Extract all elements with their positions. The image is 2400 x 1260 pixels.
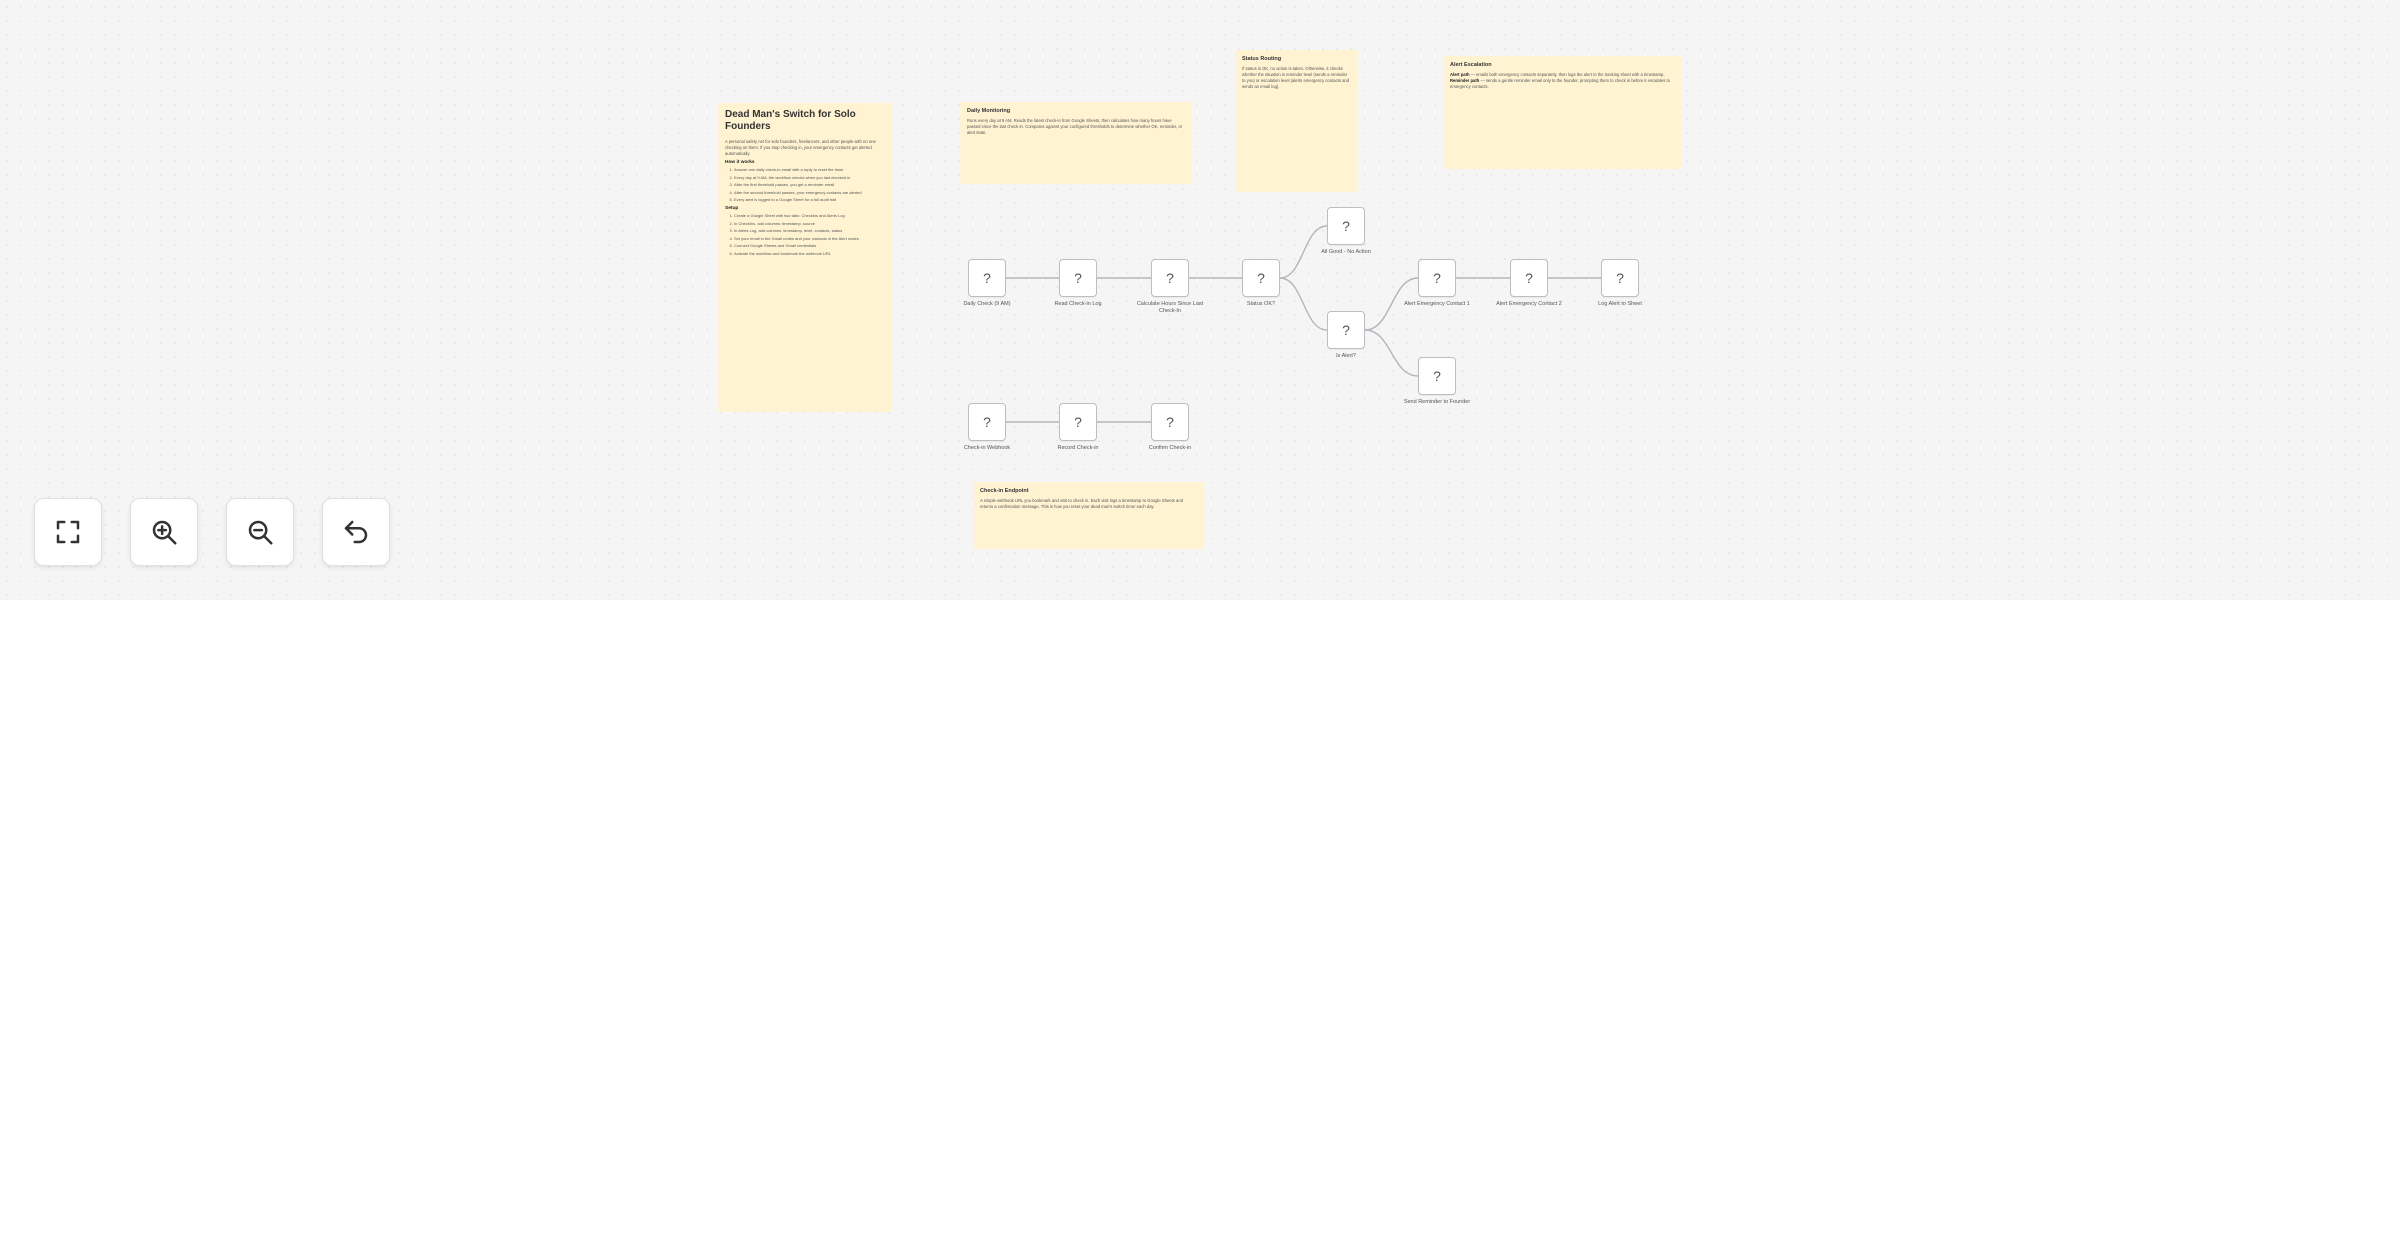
node-record-check-in[interactable]: ? bbox=[1059, 403, 1097, 441]
node-label: Is Alert? bbox=[1336, 353, 1356, 359]
sticky-note-alert-escalation[interactable]: Alert Escalation Alert path — emails bot… bbox=[1443, 56, 1681, 169]
unknown-node-icon: ? bbox=[1074, 270, 1082, 286]
node-check-in-webhook[interactable]: ? bbox=[968, 403, 1006, 441]
node-label: Alert Emergency Contact 2 bbox=[1496, 301, 1562, 307]
how-item: Every alert is logged to a Google Sheet … bbox=[734, 197, 884, 203]
setup-item: Activate the workflow and bookmark the w… bbox=[734, 251, 884, 257]
unknown-node-icon: ? bbox=[983, 414, 991, 430]
node-label: Check-in Webhook bbox=[963, 445, 1011, 451]
undo-icon bbox=[344, 520, 368, 544]
unknown-node-icon: ? bbox=[1257, 270, 1265, 286]
node-alert-contact-1[interactable]: ? bbox=[1418, 259, 1456, 297]
node-label: Alert Emergency Contact 1 bbox=[1404, 301, 1470, 307]
zoom-out-icon bbox=[248, 520, 273, 545]
overview-intro: A personal safety net for solo founders,… bbox=[725, 139, 876, 156]
setup-item: Create a Google Sheet with two tabs: Che… bbox=[734, 213, 884, 219]
node-label: Send Reminder to Founder bbox=[1403, 399, 1471, 405]
sticky-note-daily-monitoring[interactable]: Daily Monitoring Runs every day at 9 AM.… bbox=[960, 102, 1191, 184]
setup-item: In CheckIns, add columns: timestamp, sou… bbox=[734, 221, 884, 227]
unknown-node-icon: ? bbox=[1074, 414, 1082, 430]
alert-path-lead: Alert path bbox=[1450, 72, 1470, 77]
node-send-reminder[interactable]: ? bbox=[1418, 357, 1456, 395]
zoom-out-button[interactable] bbox=[226, 498, 294, 566]
daily-monitoring-title: Daily Monitoring bbox=[967, 108, 1011, 114]
unknown-node-icon: ? bbox=[1342, 218, 1350, 234]
fit-view-button[interactable] bbox=[34, 498, 102, 566]
node-label: Log Alert to Sheet bbox=[1598, 301, 1642, 307]
edge-status-to-isalert bbox=[1279, 277, 1328, 331]
edge-isalert-to-reminder bbox=[1364, 329, 1419, 377]
unknown-node-icon: ? bbox=[1433, 368, 1441, 384]
node-status-ok[interactable]: ? bbox=[1242, 259, 1280, 297]
node-label: Daily Check (9 AM) bbox=[963, 301, 1011, 307]
setup-item: Set your email in the Gmail nodes and yo… bbox=[734, 236, 884, 242]
unknown-node-icon: ? bbox=[1433, 270, 1441, 286]
setup-list: Create a Google Sheet with two tabs: Che… bbox=[725, 213, 884, 257]
reminder-path-lead: Reminder path bbox=[1450, 78, 1480, 83]
how-list: Answer one daily check-in email with a r… bbox=[725, 167, 884, 203]
check-in-endpoint-title: Check-in Endpoint bbox=[980, 488, 1029, 494]
node-all-good[interactable]: ? bbox=[1327, 207, 1365, 245]
how-item: After the first threshold passes, you ge… bbox=[734, 182, 884, 188]
how-heading: How it works bbox=[725, 160, 755, 165]
node-is-alert[interactable]: ? bbox=[1327, 311, 1365, 349]
unknown-node-icon: ? bbox=[983, 270, 991, 286]
undo-button[interactable] bbox=[322, 498, 390, 566]
how-item: Every day at 9 AM, the workflow checks w… bbox=[734, 175, 884, 181]
zoom-in-icon bbox=[152, 520, 177, 545]
sticky-note-status-routing[interactable]: Status Routing If status is OK, no actio… bbox=[1235, 50, 1357, 192]
alert-path-text: — emails both emergency contacts separat… bbox=[1469, 72, 1665, 77]
unknown-node-icon: ? bbox=[1166, 414, 1174, 430]
edge-isalert-to-alert1 bbox=[1364, 277, 1419, 331]
node-label: Status OK? bbox=[1246, 301, 1276, 307]
overview-title: Dead Man's Switch for Solo Founders bbox=[725, 109, 856, 132]
node-calculate-hours[interactable]: ? bbox=[1151, 259, 1189, 297]
sticky-note-overview[interactable]: Dead Man's Switch for Solo Founders A pe… bbox=[718, 103, 891, 412]
node-label: Read Check-in Log bbox=[1054, 301, 1102, 307]
zoom-in-button[interactable] bbox=[130, 498, 198, 566]
check-in-endpoint-body: A simple webhook URL you bookmark and vi… bbox=[980, 498, 1184, 509]
status-routing-body: If status is OK, no action is taken. Oth… bbox=[1242, 66, 1350, 89]
setup-heading: Setup bbox=[725, 205, 739, 211]
fit-view-icon bbox=[56, 520, 80, 544]
node-alert-contact-2[interactable]: ? bbox=[1510, 259, 1548, 297]
daily-monitoring-body: Runs every day at 9 AM. Reads the latest… bbox=[967, 118, 1183, 135]
node-label: Record Check-in bbox=[1057, 445, 1099, 451]
unknown-node-icon: ? bbox=[1616, 270, 1624, 286]
reminder-path-text: — sends a gentle reminder email only to … bbox=[1450, 78, 1670, 89]
workflow-canvas[interactable]: Dead Man's Switch for Solo Founders A pe… bbox=[0, 0, 2400, 600]
setup-item: In Alerts Log, add columns: timestamp, l… bbox=[734, 228, 884, 234]
edge-status-to-allgood bbox=[1279, 225, 1328, 279]
connection-lines bbox=[1005, 225, 1601, 423]
how-item: After the second threshold passes, your … bbox=[734, 190, 884, 196]
alert-escalation-body: Alert path — emails both emergency conta… bbox=[1450, 72, 1674, 90]
node-daily-check[interactable]: ? bbox=[968, 259, 1006, 297]
node-confirm-check-in[interactable]: ? bbox=[1151, 403, 1189, 441]
node-read-check-in-log[interactable]: ? bbox=[1059, 259, 1097, 297]
status-routing-title: Status Routing bbox=[1242, 56, 1282, 62]
unknown-node-icon: ? bbox=[1525, 270, 1533, 286]
unknown-node-icon: ? bbox=[1166, 270, 1174, 286]
sticky-note-check-in-endpoint[interactable]: Check-in Endpoint A simple webhook URL y… bbox=[973, 482, 1203, 549]
node-label: Calculate Hours Since Last Check-In bbox=[1136, 301, 1204, 314]
node-label: Confirm Check-in bbox=[1148, 445, 1192, 451]
alert-escalation-title: Alert Escalation bbox=[1450, 62, 1492, 68]
node-log-alert[interactable]: ? bbox=[1601, 259, 1639, 297]
setup-item: Connect Google Sheets and Gmail credenti… bbox=[734, 243, 884, 249]
how-item: Answer one daily check-in email with a r… bbox=[734, 167, 884, 173]
node-label: All Good - No Action bbox=[1321, 249, 1371, 255]
unknown-node-icon: ? bbox=[1342, 322, 1350, 338]
